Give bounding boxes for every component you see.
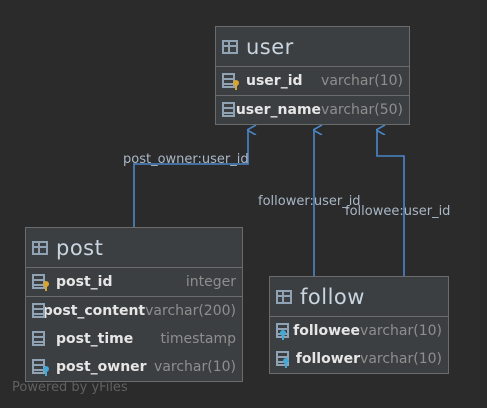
column-row[interactable]: followee varchar(10)	[270, 317, 448, 345]
column-name: post_time	[56, 331, 134, 347]
column-type: varchar(10)	[360, 351, 442, 367]
table-name: post	[56, 235, 104, 260]
column-row[interactable]: post_owner varchar(10)	[26, 353, 242, 381]
column-name: followee	[293, 323, 361, 339]
key-section: user_id varchar(10)	[216, 67, 409, 96]
column-icon	[222, 101, 235, 119]
edge-label-follower: follower:user_id	[258, 194, 361, 209]
watermark: Powered by yFiles	[12, 380, 128, 395]
foreign-key-icon	[276, 350, 290, 368]
primary-key-icon	[222, 72, 240, 90]
column-type: varchar(10)	[154, 359, 236, 375]
key-section: post_id integer	[26, 268, 242, 297]
primary-key-icon	[32, 273, 50, 291]
column-name: post_owner	[56, 359, 147, 375]
table-icon	[32, 240, 48, 255]
column-row[interactable]: follower varchar(10)	[270, 345, 448, 373]
table-header: post	[26, 228, 242, 268]
table-header: follow	[270, 277, 448, 317]
edge-label-followee: followee:user_id	[345, 204, 451, 219]
table-header: user	[216, 27, 409, 67]
edge-label-post-owner: post_owner:user_id	[123, 152, 249, 167]
column-type: varchar(10)	[360, 323, 442, 339]
table-post[interactable]: post post_id integer post_content varcha…	[25, 227, 243, 382]
column-type: varchar(200)	[145, 303, 236, 319]
column-name: user_name	[235, 102, 322, 118]
column-name: post_id	[56, 274, 113, 290]
column-type: integer	[185, 274, 236, 290]
column-name: follower	[295, 351, 361, 367]
column-section: post_content varchar(200) post_time time…	[26, 297, 242, 381]
column-icon	[32, 302, 45, 320]
column-row[interactable]: post_time timestamp	[26, 325, 242, 353]
table-name: follow	[300, 284, 365, 309]
column-row[interactable]: post_content varchar(200)	[26, 297, 242, 325]
column-row[interactable]: user_name varchar(50)	[216, 96, 409, 124]
column-section: user_name varchar(50)	[216, 96, 409, 124]
table-icon	[222, 39, 238, 54]
column-row[interactable]: user_id varchar(10)	[216, 67, 409, 95]
column-section: followee varchar(10) follower varchar(10…	[270, 317, 448, 373]
table-name: user	[246, 34, 294, 59]
column-type: timestamp	[160, 331, 236, 347]
table-user[interactable]: user user_id varchar(10) user_name varch…	[215, 26, 410, 125]
foreign-key-icon	[32, 358, 50, 376]
edge-post-owner	[133, 130, 248, 228]
column-name: post_content	[42, 303, 146, 319]
table-icon	[276, 289, 292, 304]
column-row[interactable]: post_id integer	[26, 268, 242, 296]
column-type: varchar(10)	[321, 73, 403, 89]
table-follow[interactable]: follow followee varchar(10) follower var…	[269, 276, 449, 374]
column-icon	[32, 330, 50, 348]
column-type: varchar(50)	[321, 102, 403, 118]
column-name: user_id	[246, 73, 303, 89]
foreign-key-icon	[276, 322, 289, 340]
